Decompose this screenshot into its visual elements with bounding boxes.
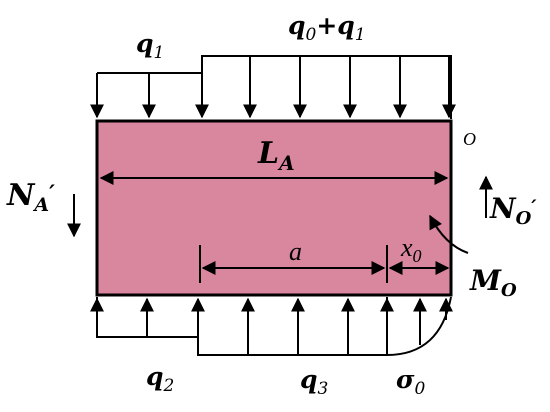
label-origin-o: O (463, 129, 476, 149)
label-q1: q1 (136, 29, 164, 63)
label-na-prime: NA′ (6, 178, 55, 216)
top-load-outline (97, 55, 452, 119)
label-x0: x0 (400, 233, 422, 266)
top-load-arrows (90, 56, 456, 119)
label-sigma0: σ0 (396, 365, 425, 399)
bottom-load-arrows (90, 297, 453, 355)
label-a: a (289, 237, 302, 266)
label-mo: MO (469, 264, 517, 301)
bottom-load-outline (96, 297, 388, 356)
label-q2: q2 (146, 362, 174, 396)
label-no-prime: NO′ (489, 192, 537, 229)
label-q0-plus-q1: q0+q1 (288, 11, 366, 45)
label-q3: q3 (300, 365, 328, 399)
mo-moment-arrow (429, 214, 469, 254)
label-la: LA (257, 136, 295, 175)
